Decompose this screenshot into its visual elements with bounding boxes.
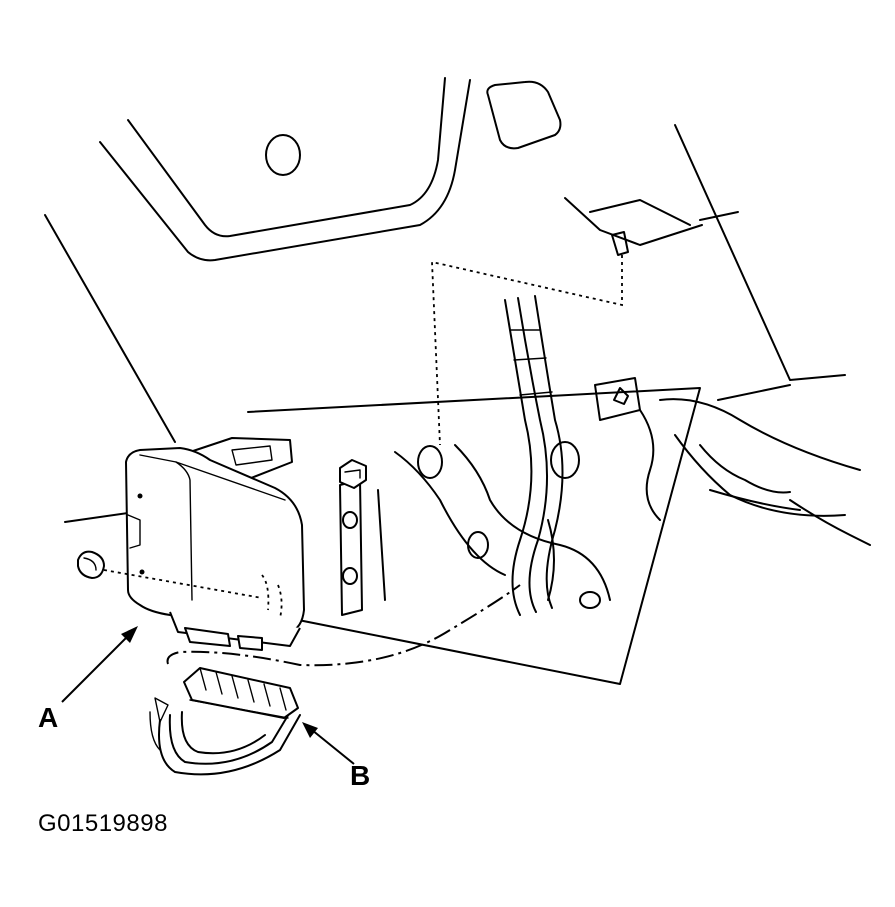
panel-structure: [339, 441, 611, 616]
callout-label-b: B: [350, 760, 371, 791]
floor-line: [64, 511, 136, 523]
control-module: [125, 437, 305, 651]
mounting-panel: [247, 387, 701, 685]
figure-code: G01519898: [38, 810, 168, 837]
guide-dotted-box: [431, 255, 623, 446]
pillar-inner-edge: [717, 384, 791, 401]
connection-path: [166, 584, 521, 667]
callout-arrow-b: [302, 722, 355, 765]
mounting-nut: [339, 459, 367, 489]
grommet: [77, 550, 263, 599]
harness-connector: [149, 667, 301, 776]
wire-harness: [504, 295, 564, 616]
right-bracket: [594, 377, 661, 521]
callout-arrow-a: [61, 626, 138, 703]
kick-panel-edge: [44, 214, 176, 443]
pillar-edge: [674, 124, 846, 381]
dash-lower-panel: [99, 77, 562, 262]
sill-duct: [659, 398, 871, 546]
upper-bracket: [564, 197, 739, 256]
callout-label-a: A: [38, 702, 59, 733]
